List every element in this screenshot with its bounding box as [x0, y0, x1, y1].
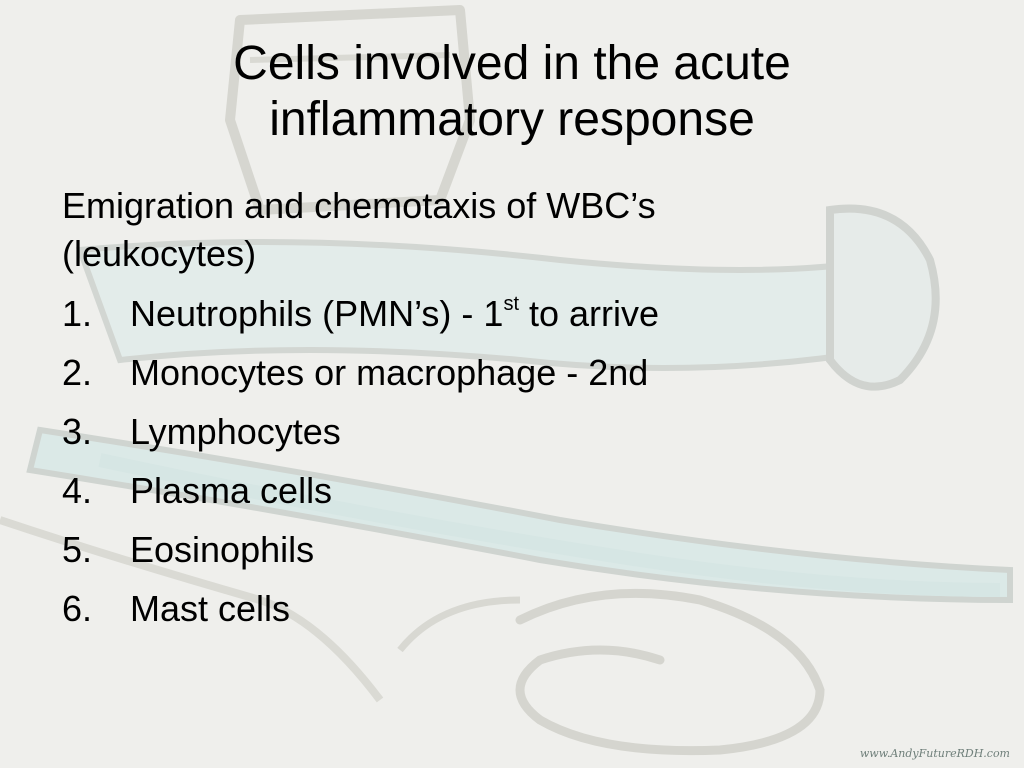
intro-line-2: (leukocytes): [62, 233, 257, 274]
list-text: Plasma cells: [130, 470, 333, 511]
superscript: st: [503, 293, 519, 315]
watermark: www.AndyFutureRDH.com: [859, 747, 1010, 760]
list-text: Monocytes or macrophage - 2nd: [130, 352, 649, 393]
list-text-main: Neutrophils (PMN’s) - 1: [130, 293, 504, 334]
list-item: 2. Monocytes or macrophage - 2nd: [62, 349, 962, 397]
list-item: 6. Mast cells: [62, 585, 962, 633]
list-number: 1.: [62, 293, 93, 334]
list-item: 4. Plasma cells: [62, 467, 962, 515]
list-item: 3. Lymphocytes: [62, 408, 962, 456]
list-text: Lymphocytes: [130, 411, 341, 452]
list-number: 6.: [62, 588, 93, 629]
slide-body: Emigration and chemotaxis of WBC’s (leuk…: [62, 182, 962, 644]
title-line-1: Cells involved in the acute: [233, 37, 791, 90]
intro-line-1: Emigration and chemotaxis of WBC’s: [62, 185, 656, 226]
list-text: Eosinophils: [130, 529, 315, 570]
slide-title: Cells involved in the acute inflammatory…: [60, 36, 964, 148]
list-text-after: to arrive: [519, 293, 660, 334]
list-number: 3.: [62, 411, 93, 452]
list-item: 5. Eosinophils: [62, 526, 962, 574]
list-item: 1. Neutrophils (PMN’s) - 1st to arrive: [62, 290, 962, 338]
list-number: 5.: [62, 529, 93, 570]
list-text: Neutrophils (PMN’s) - 1st to arrive: [130, 290, 659, 338]
title-line-2: inflammatory response: [269, 93, 755, 146]
list-number: 2.: [62, 352, 93, 393]
intro-paragraph: Emigration and chemotaxis of WBC’s (leuk…: [62, 182, 962, 278]
list-number: 4.: [62, 470, 93, 511]
list-text: Mast cells: [130, 588, 291, 629]
